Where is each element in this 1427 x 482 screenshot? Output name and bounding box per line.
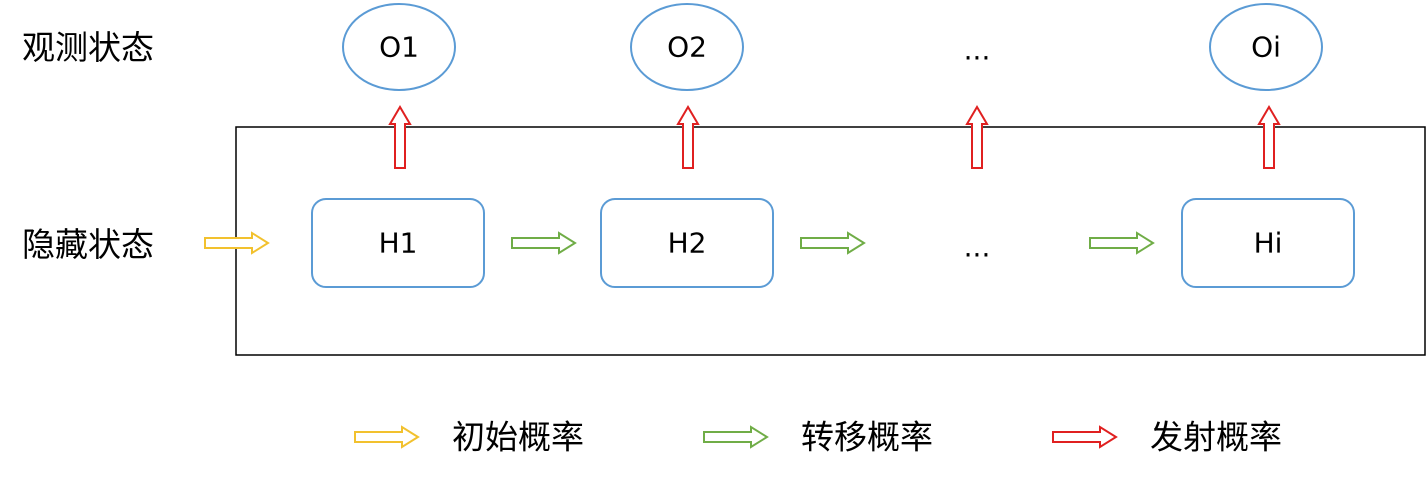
transition-arrow-icon — [511, 231, 577, 255]
hidden-node-1: H1 — [311, 198, 485, 288]
emission-arrow-icon — [388, 105, 412, 169]
emission-arrow-icon — [965, 105, 989, 169]
legend-item-initial: 初始概率 — [354, 418, 584, 457]
yellow-arrow-icon — [354, 425, 420, 449]
hidden-node-shape — [600, 198, 774, 288]
hidden-node-label: H1 — [379, 227, 418, 260]
observed-node-label: O2 — [667, 31, 707, 64]
green-arrow-icon — [703, 425, 769, 449]
observed-node-shape — [1209, 3, 1323, 91]
red-arrow-icon — [1052, 425, 1118, 449]
hidden-node-shape — [1181, 198, 1355, 288]
observed-node-label: Oi — [1251, 31, 1281, 64]
transition-arrow-icon — [800, 231, 866, 255]
legend: 初始概率 转移概率 发射概率 — [354, 418, 1282, 457]
emission-arrow-icon — [676, 105, 700, 169]
transition-arrow-icon — [1089, 231, 1155, 255]
hidden-node-label: H2 — [668, 227, 707, 260]
emission-arrow-icon — [1257, 105, 1281, 169]
hidden-node-i: Hi — [1181, 198, 1355, 288]
observed-node-i: Oi — [1209, 3, 1323, 91]
hidden-ellipsis: ... — [964, 231, 991, 264]
observed-ellipsis: ... — [964, 34, 991, 67]
initial-arrow-icon — [204, 231, 270, 255]
hidden-state-label: 隐藏状态 — [22, 225, 154, 264]
observed-node-2: O2 — [630, 3, 744, 91]
hidden-node-2: H2 — [600, 198, 774, 288]
observed-node-1: O1 — [342, 3, 456, 91]
legend-label: 初始概率 — [452, 418, 584, 457]
legend-label: 转移概率 — [801, 418, 933, 457]
legend-item-transition: 转移概率 — [703, 418, 933, 457]
observed-state-label: 观测状态 — [22, 28, 154, 67]
hidden-node-label: Hi — [1254, 227, 1283, 260]
observed-node-label: O1 — [379, 31, 419, 64]
legend-item-emission: 发射概率 — [1052, 418, 1282, 457]
legend-label: 发射概率 — [1150, 418, 1282, 457]
observed-node-shape — [342, 3, 456, 91]
hidden-node-shape — [311, 198, 485, 288]
observed-node-shape — [630, 3, 744, 91]
